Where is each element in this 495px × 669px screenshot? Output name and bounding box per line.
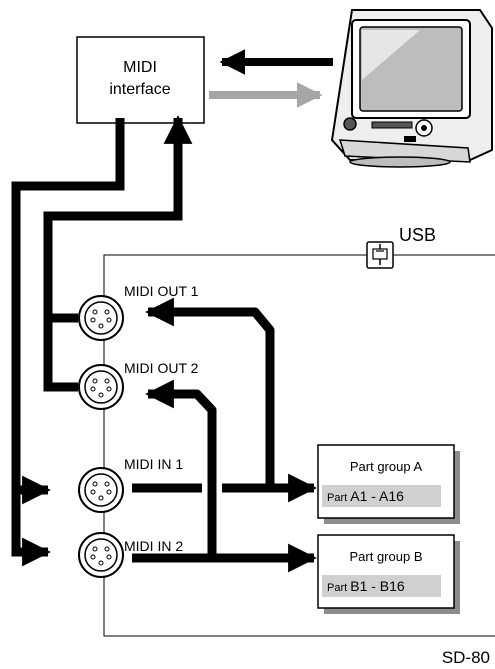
midi-port-in-2 <box>78 532 124 578</box>
port-label-midi-in-2: MIDI IN 2 <box>124 538 183 554</box>
part-group-a-range-prefix: Part <box>327 492 350 504</box>
cable-interface-to-midi-in-2 <box>11 490 51 567</box>
part-group-a-title: Part group A <box>350 459 423 474</box>
part-group-b-range-bg <box>322 575 441 597</box>
midi-interface-label-line1: MIDI <box>123 59 157 76</box>
midi-interface-label-line2: interface <box>109 81 170 98</box>
cable-interface-to-midi-in-1 <box>11 118 125 505</box>
usb-icon <box>366 241 394 269</box>
internal-route-to-midi-out-1 <box>145 297 275 488</box>
model-label: SD-80 <box>442 648 490 667</box>
midi-port-out-1 <box>78 295 124 341</box>
cable-midi-out-2-to-interface <box>43 115 193 392</box>
port-label-midi-in-1: MIDI IN 1 <box>124 456 183 472</box>
part-group-a-range-value: A1 - A16 <box>350 488 404 504</box>
midi-interface-box <box>76 36 205 124</box>
computer-icon <box>330 9 493 168</box>
part-group-a-range-bg <box>322 485 441 507</box>
midi-port-in-1 <box>78 467 124 513</box>
internal-route-to-midi-out-2 <box>145 379 217 555</box>
part-group-b-range-value: B1 - B16 <box>350 578 405 594</box>
port-label-midi-out-2: MIDI OUT 2 <box>124 360 199 376</box>
midi-port-out-2 <box>78 364 124 410</box>
part-group-b-title: Part group B <box>350 549 423 564</box>
part-group-a-box <box>317 444 460 524</box>
usb-label: USB <box>399 225 436 245</box>
part-group-a-range: Part A1 - A16 <box>327 488 404 504</box>
part-group-b-box <box>317 534 460 614</box>
port-label-midi-out-1: MIDI OUT 1 <box>124 283 199 299</box>
sd80-unit-outline <box>103 254 495 637</box>
part-group-b-range-prefix: Part <box>327 582 350 594</box>
part-group-b-range: Part B1 - B16 <box>327 578 405 594</box>
